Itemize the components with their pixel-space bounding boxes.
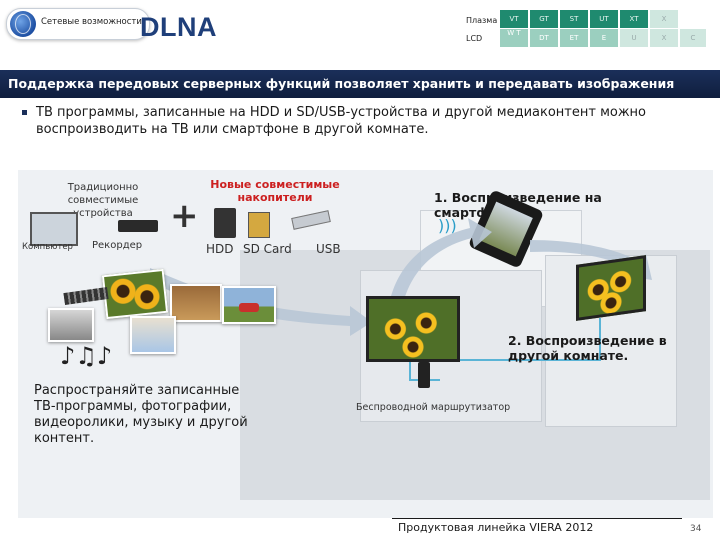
page-number: 34 bbox=[690, 524, 702, 534]
headline-banner-text: Поддержка передовых серверных функций по… bbox=[8, 76, 675, 91]
section-badge-label: Сетевые возможности bbox=[41, 17, 142, 27]
music-notes-icon: ♪♫♪ bbox=[60, 342, 113, 370]
matrix-cell: W T bbox=[500, 29, 528, 47]
matrix-cell: U bbox=[620, 29, 648, 47]
footer-divider bbox=[392, 518, 682, 519]
photo-thumbnail bbox=[222, 286, 276, 324]
matrix-cell: X bbox=[650, 29, 678, 47]
usb-label: USB bbox=[316, 242, 341, 256]
matrix-cell: ET bbox=[560, 29, 588, 47]
matrix-cell: ST bbox=[560, 10, 588, 28]
computer-icon bbox=[30, 212, 78, 246]
share-content-text: Распространяйте записанные ТВ-программы,… bbox=[34, 383, 248, 446]
sd-card-label: SD Card bbox=[243, 242, 292, 256]
matrix-cell: GT bbox=[530, 10, 558, 28]
wifi-icon: ))) bbox=[438, 216, 457, 235]
matrix-cell: E bbox=[590, 29, 618, 47]
sd-card-icon bbox=[248, 212, 270, 238]
matrix-cell: UT bbox=[590, 10, 618, 28]
headline-banner bbox=[0, 70, 720, 98]
matrix-cell: C bbox=[680, 29, 706, 47]
intro-text: ТВ программы, записанные на HDD и SD/USB… bbox=[36, 105, 646, 137]
hdd-label: HDD bbox=[206, 242, 234, 256]
recorder-label: Рекордер bbox=[92, 240, 143, 251]
arrow-to-other-room bbox=[530, 240, 652, 280]
router-label: Беспроводной маршрутизатор bbox=[356, 402, 511, 413]
other-room-tv bbox=[576, 255, 646, 321]
photo-thumbnail bbox=[130, 316, 176, 354]
photo-thumbnail bbox=[48, 308, 94, 342]
legacy-devices-title: Традиционно совместимые устройства bbox=[67, 182, 139, 219]
section-badge: Сетевые возможности bbox=[6, 8, 150, 40]
computer-label: Компьютер bbox=[22, 242, 73, 252]
hdd-icon bbox=[214, 208, 236, 238]
photo-thumbnail bbox=[101, 268, 169, 320]
footer-product-line: Продуктовая линейка VIERA 2012 bbox=[398, 521, 594, 534]
router-icon bbox=[418, 362, 430, 388]
globe-icon bbox=[10, 11, 36, 37]
page-title: DLNA bbox=[140, 12, 217, 42]
arrow-to-tv bbox=[150, 268, 372, 336]
matrix-row-label-lcd: LCD bbox=[466, 34, 483, 43]
new-storage-title: Новые совместимые накопители bbox=[210, 178, 340, 204]
matrix-row-label-plasma: Плазма bbox=[466, 16, 498, 25]
photo-thumbnail bbox=[170, 284, 222, 322]
matrix-cell: DT bbox=[530, 29, 558, 47]
recorder-icon bbox=[118, 220, 158, 232]
scenario-2-label: 2. Воспроизведение в другой комнате. bbox=[508, 333, 667, 363]
matrix-cell: XT bbox=[620, 10, 648, 28]
plus-sign: + bbox=[170, 196, 199, 236]
bullet-icon bbox=[22, 110, 27, 115]
matrix-cell: X bbox=[650, 10, 678, 28]
arrow-to-phone bbox=[390, 218, 492, 300]
main-tv bbox=[366, 296, 460, 362]
matrix-cell: VT bbox=[500, 10, 528, 28]
